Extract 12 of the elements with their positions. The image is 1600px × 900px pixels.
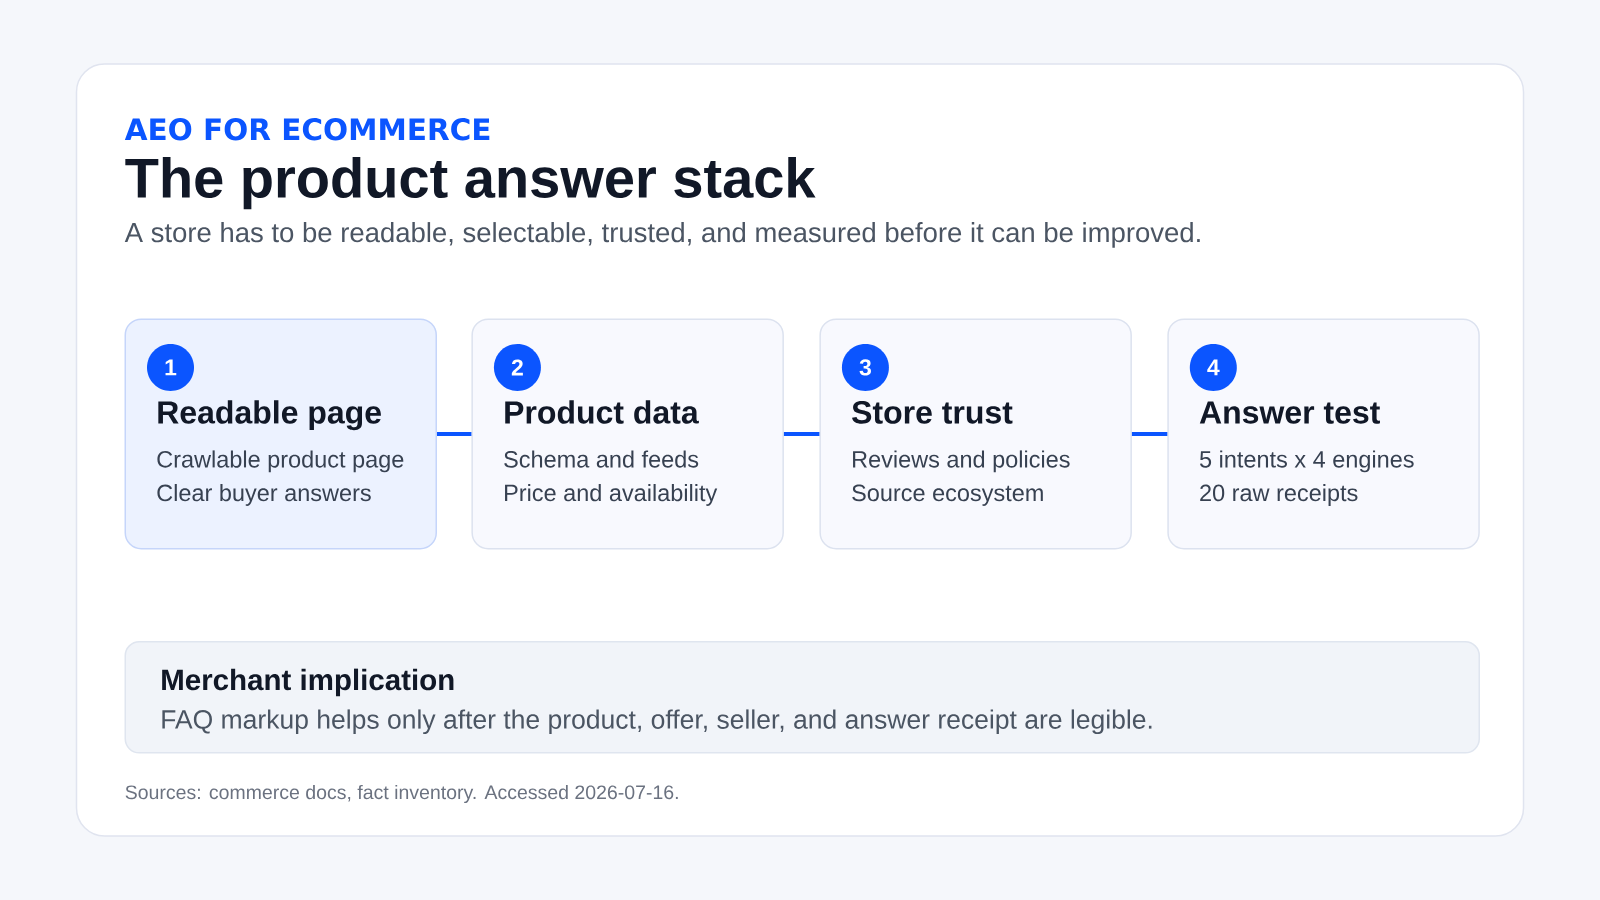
connector-line — [1131, 431, 1168, 436]
connector-line — [783, 431, 820, 436]
callout-box: Merchant implication FAQ markup helps only after the product, offer, seller, and answer receipt are legible. — [124, 641, 1480, 754]
number-badge: 3 — [841, 343, 889, 391]
number-badge: 4 — [1189, 343, 1237, 391]
subtitle-text: A store has to be readable, selectable, trusted, and measured before it can be improved. — [124, 222, 1200, 248]
title: The product answer stack — [125, 156, 816, 210]
connector-line — [437, 431, 472, 436]
eyebrow-text: AEO FOR ECOMMERCE — [124, 118, 490, 141]
number-badge: 1 — [147, 343, 194, 391]
number-badge: 2 — [493, 343, 541, 391]
source-note: Sources: commerce docs, fact inventory. Accessed 2026-07-16. — [125, 784, 678, 804]
